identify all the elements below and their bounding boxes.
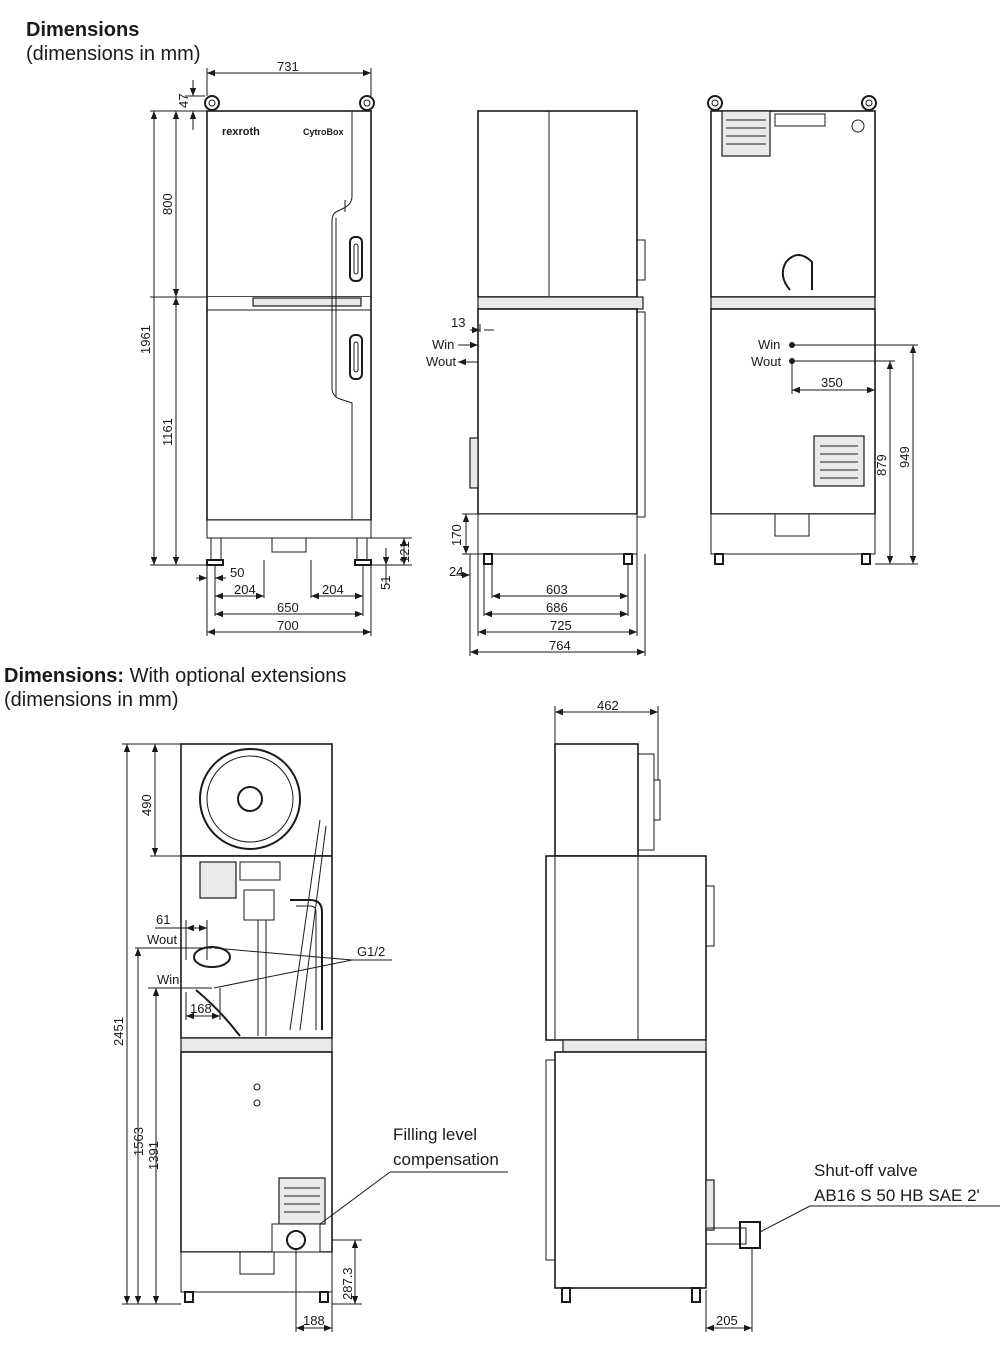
dim-350: 350 — [821, 375, 843, 390]
dim-764: 764 — [549, 638, 571, 653]
side-view: 13 Win Wout 170 24 603 686 725 764 — [426, 110, 646, 656]
dim-949: 949 — [897, 446, 912, 468]
dim-879: 879 — [874, 454, 889, 476]
dim-462: 462 — [597, 698, 619, 713]
side-view-extended: 462 Shut-off valve AB16 S 50 HB SAE 2' 2… — [545, 698, 1000, 1332]
dim-1563: 1563 — [131, 1127, 146, 1156]
dim-204-left: 204 — [234, 582, 256, 597]
section-subtitle: (dimensions in mm) — [4, 689, 179, 711]
section-title-bold: Dimensions — [26, 19, 140, 41]
label-filling-level: Filling level — [393, 1125, 477, 1144]
rear-view: Win Wout 350 879 949 — [707, 95, 918, 565]
dim-725: 725 — [550, 618, 572, 633]
dim-731: 731 — [277, 59, 299, 74]
label-compensation: compensation — [393, 1150, 499, 1169]
brand-model: CytroBox — [303, 127, 344, 137]
dim-204-right: 204 — [322, 582, 344, 597]
dim-205: 205 — [716, 1313, 738, 1328]
dim-170: 170 — [449, 524, 464, 546]
label-win: Win — [432, 337, 454, 352]
dim-650: 650 — [277, 600, 299, 615]
dim-61: 61 — [156, 912, 170, 927]
label-win: Win — [157, 972, 179, 987]
dim-13: 13 — [451, 315, 465, 330]
dim-24: 24 — [449, 564, 463, 579]
dim-47: 47 — [176, 94, 191, 108]
label-wout: Wout — [426, 354, 456, 369]
section-title-extensions: Dimensions: With optional extensions (di… — [4, 664, 346, 712]
front-view-extended: 490 2451 61 Wout Win 1563 1391 G1/2 168 … — [111, 743, 508, 1332]
label-shutoff-valve: Shut-off valve — [814, 1161, 918, 1180]
section-title-rest: With optional extensions — [124, 665, 347, 687]
dim-50: 50 — [230, 565, 244, 580]
dim-188: 188 — [303, 1313, 325, 1328]
dim-168: 168 — [190, 1001, 212, 1016]
dim-51: 51 — [378, 576, 393, 590]
dim-603: 603 — [546, 582, 568, 597]
label-wout: Wout — [147, 932, 177, 947]
dim-490: 490 — [139, 794, 154, 816]
dim-800: 800 — [160, 193, 175, 215]
front-view: rexroth CytroBox 731 47 800 1961 1161 12… — [138, 59, 412, 636]
label-wout: Wout — [751, 354, 781, 369]
dim-121: 121 — [397, 541, 412, 563]
dim-287: 287.3 — [340, 1267, 355, 1300]
dim-2451: 2451 — [111, 1017, 126, 1046]
dim-686: 686 — [546, 600, 568, 615]
dim-1961: 1961 — [138, 325, 153, 354]
label-g12: G1/2 — [357, 944, 385, 959]
section-title-bold: Dimensions: — [4, 665, 125, 687]
label-win: Win — [758, 337, 780, 352]
section-subtitle: (dimensions in mm) — [26, 43, 201, 65]
brand-logo: rexroth — [222, 126, 260, 138]
dim-1391: 1391 — [146, 1141, 161, 1170]
label-valve-spec: AB16 S 50 HB SAE 2' — [814, 1186, 980, 1205]
section-title-dimensions: Dimensions (dimensions in mm) — [26, 18, 200, 66]
dim-700: 700 — [277, 618, 299, 633]
dim-1161: 1161 — [160, 418, 175, 446]
